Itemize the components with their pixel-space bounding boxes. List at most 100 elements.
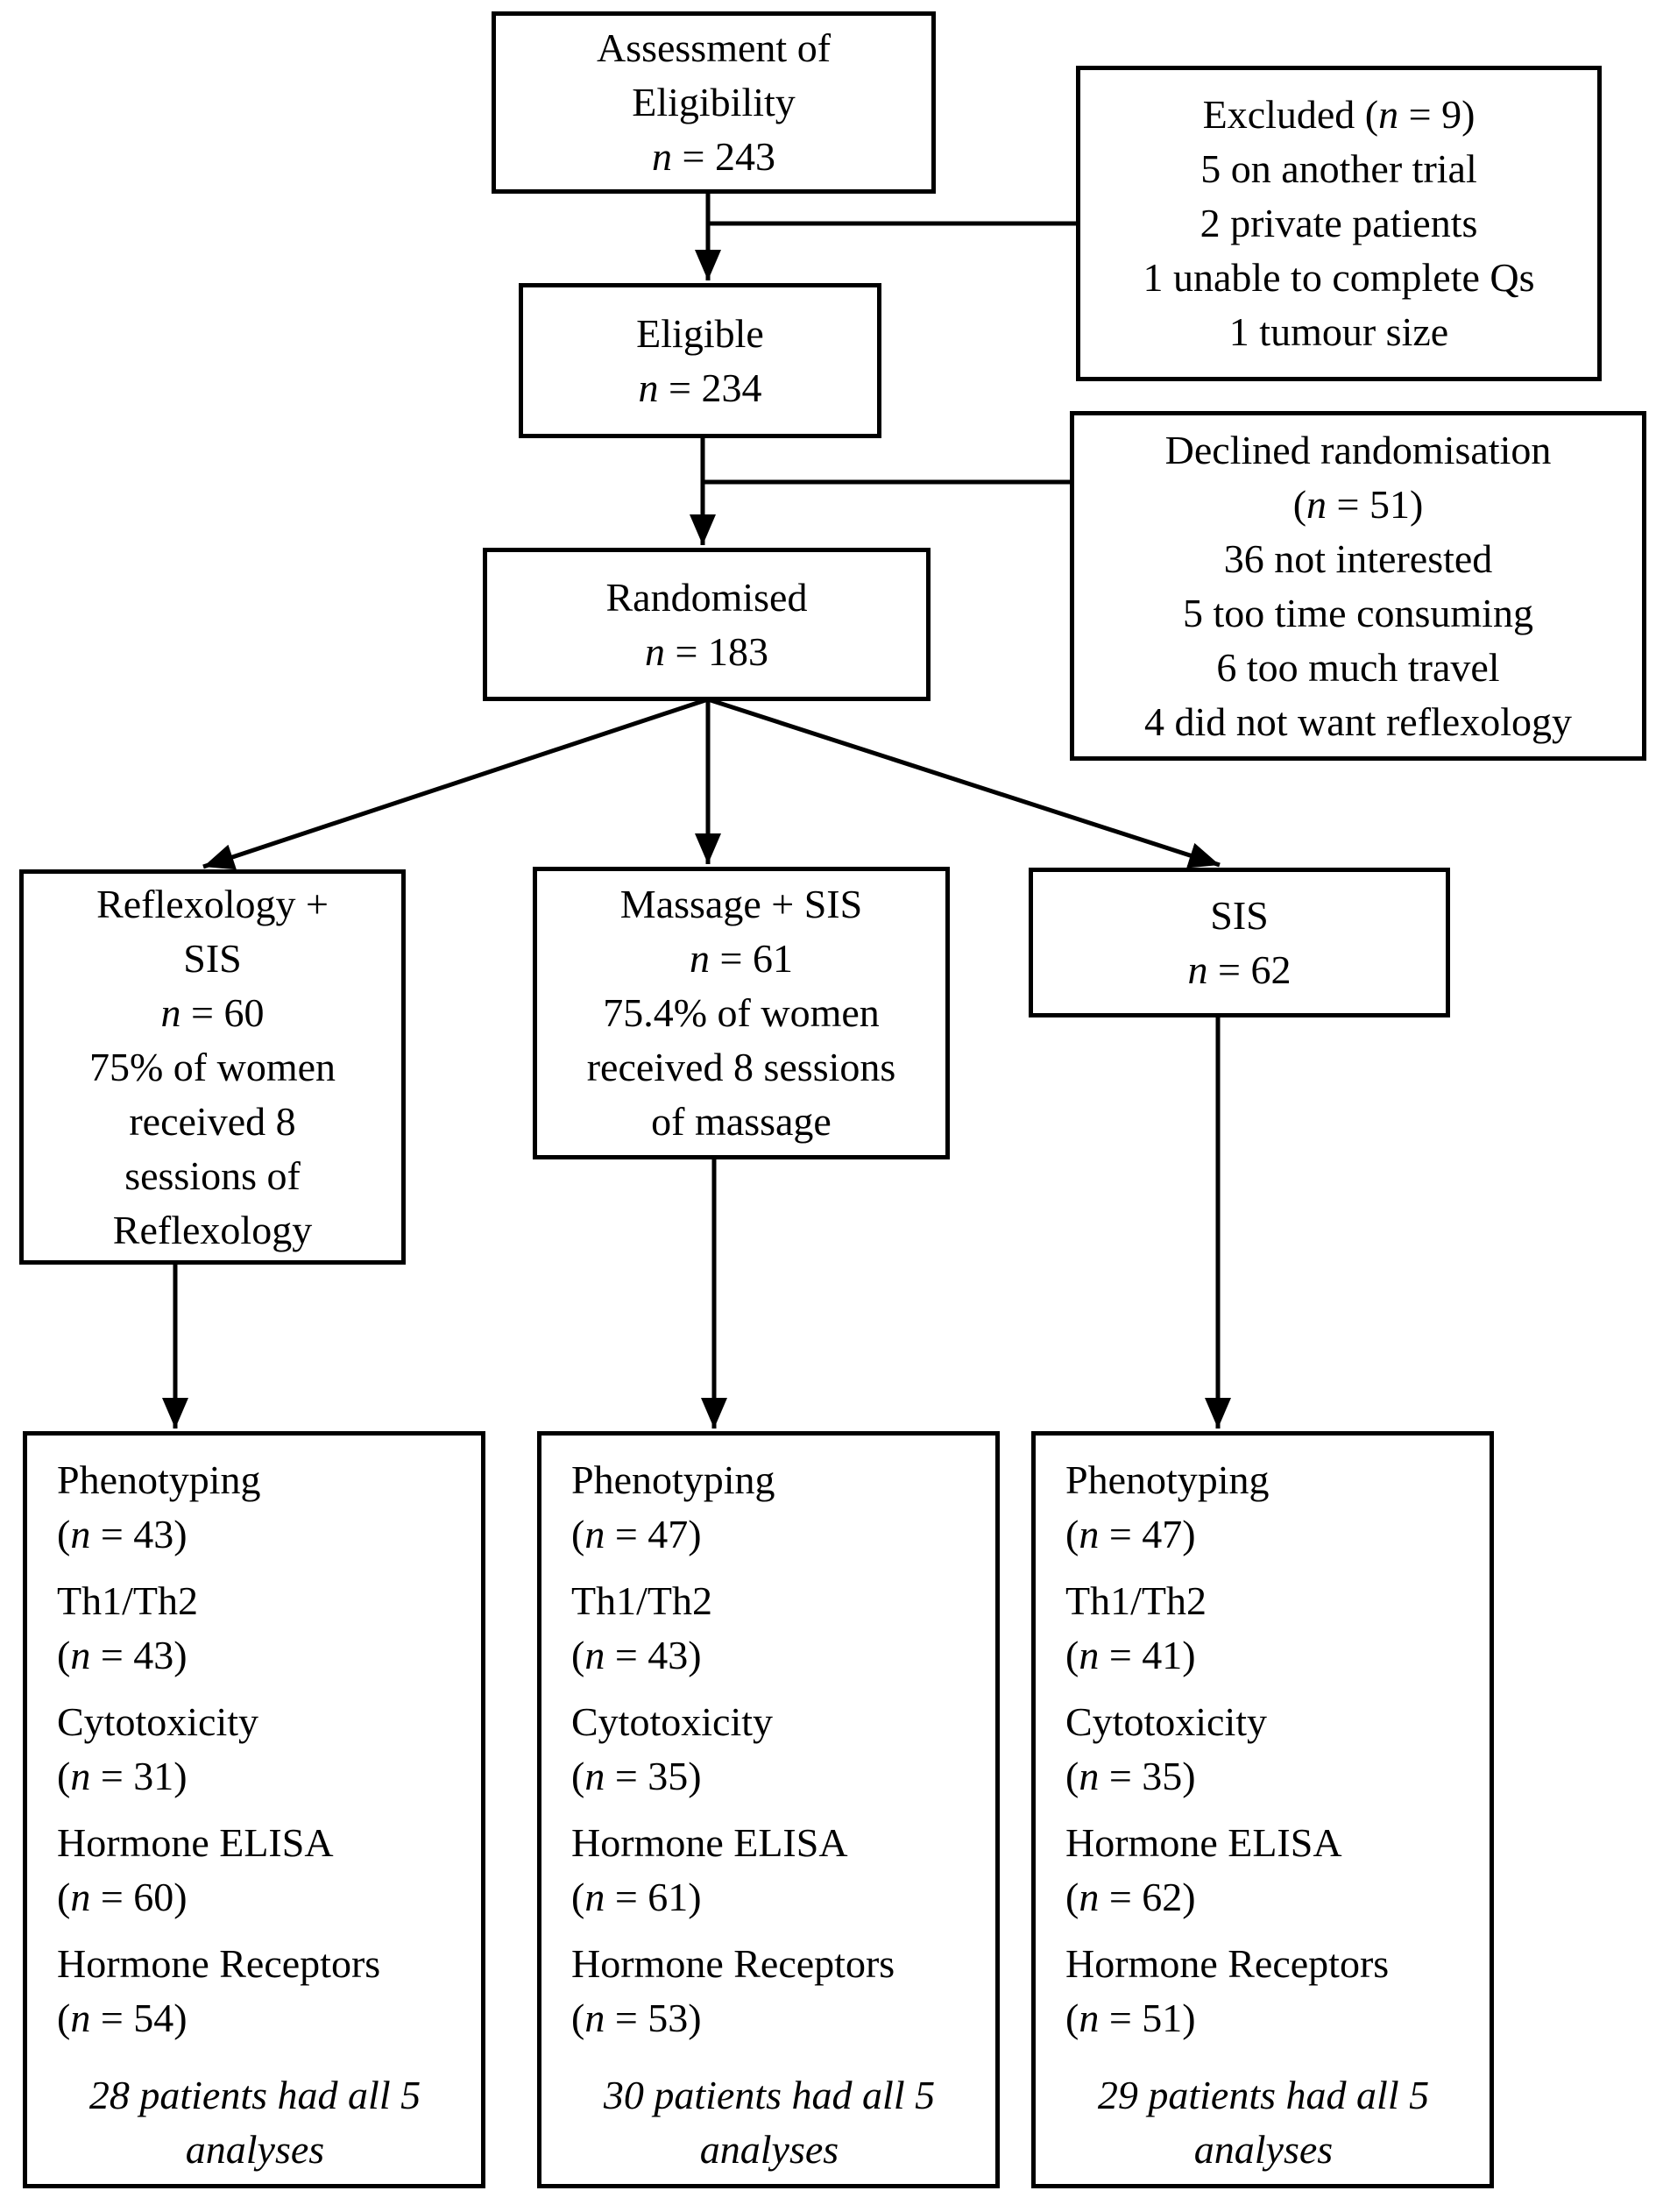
analysis-label: Hormone Receptors xyxy=(571,1941,895,1986)
analysis-label: Th1/Th2 xyxy=(1065,1578,1207,1623)
analysis-item: Cytotoxicity (n = 31) xyxy=(57,1695,465,1804)
text-line: 1 unable to complete Qs xyxy=(1143,255,1535,300)
math-n: n xyxy=(70,1754,91,1798)
text-line: sessions of xyxy=(124,1152,301,1198)
text-line: 75% of women xyxy=(88,1044,336,1089)
analysis-n: (n = 47) xyxy=(571,1512,702,1556)
arm-massage-box: Massage + SIS n = 61 75.4% of women rece… xyxy=(533,867,950,1159)
analysis-item: Cytotoxicity (n = 35) xyxy=(571,1695,980,1804)
text-line: n = 243 xyxy=(652,134,775,179)
text-line: 75.4% of women xyxy=(603,990,880,1035)
analysis-item: Phenotyping (n = 43) xyxy=(57,1453,465,1562)
text-line: Eligibility xyxy=(632,80,796,124)
text-line: n = 61 xyxy=(690,936,793,981)
analysis-label: Phenotyping xyxy=(57,1457,261,1502)
analysis-label: Hormone Receptors xyxy=(57,1941,381,1986)
text-line: n = 60 xyxy=(160,989,265,1035)
math-n: n xyxy=(645,628,666,674)
analysis-item: Th1/Th2 (n = 43) xyxy=(571,1574,980,1683)
math-n: n xyxy=(70,1633,91,1677)
analysis-item: Phenotyping (n = 47) xyxy=(1065,1453,1474,1562)
text-line: 36 not interested xyxy=(1223,535,1493,581)
text-line: 6 too much travel xyxy=(1216,644,1500,690)
analysis-n: (n = 60) xyxy=(57,1875,188,1919)
text-line: n = 234 xyxy=(638,365,762,410)
eligible-box: Eligible n = 234 xyxy=(519,283,881,438)
analysis-n: (n = 47) xyxy=(1065,1512,1196,1556)
text-line: received 8 sessions xyxy=(586,1045,896,1089)
analysis-n: (n = 54) xyxy=(57,1996,188,2040)
analysis-label: Hormone Receptors xyxy=(1065,1941,1390,1986)
text-line: SIS xyxy=(1210,892,1269,938)
text-line: SIS xyxy=(183,935,242,981)
analysis-item: Hormone ELISA (n = 60) xyxy=(57,1816,465,1925)
outcome-footer: 30 patients had all 5 analyses xyxy=(603,2073,936,2172)
math-n: n xyxy=(652,134,673,179)
math-n: n xyxy=(584,1875,605,1919)
math-n: n xyxy=(70,1996,91,2040)
analysis-n: (n = 43) xyxy=(57,1633,188,1677)
text-line: n = 62 xyxy=(1187,946,1292,992)
text-line: Declined randomisation xyxy=(1164,427,1552,472)
math-n: n xyxy=(70,1875,91,1919)
analysis-item: Hormone ELISA (n = 61) xyxy=(571,1816,980,1925)
analysis-item: Cytotoxicity (n = 35) xyxy=(1065,1695,1474,1804)
analysis-n: (n = 62) xyxy=(1065,1875,1196,1919)
analysis-item: Hormone Receptors (n = 53) xyxy=(571,1937,980,2045)
analysis-item: Hormone Receptors (n = 54) xyxy=(57,1937,465,2045)
text-line: 5 too time consuming xyxy=(1183,590,1533,635)
outcome-reflexology-box: Phenotyping (n = 43) Th1/Th2 (n = 43) Cy… xyxy=(23,1431,485,2188)
text-line: received 8 xyxy=(129,1098,296,1144)
arrow-randomised-to-sis xyxy=(707,697,1221,868)
math-n: n xyxy=(1079,1633,1100,1677)
analysis-label: Cytotoxicity xyxy=(57,1699,258,1744)
declined-box: Declined randomisation (n = 51) 36 not i… xyxy=(1070,411,1646,761)
math-n: n xyxy=(1079,1512,1100,1556)
outcome-footer: 29 patients had all 5 analyses xyxy=(1097,2073,1430,2172)
math-n: n xyxy=(1079,1996,1100,2040)
text-line: Excluded (n = 9) xyxy=(1202,92,1476,137)
analysis-label: Hormone ELISA xyxy=(571,1820,848,1865)
analysis-label: Th1/Th2 xyxy=(57,1578,198,1623)
analysis-label: Phenotyping xyxy=(1065,1457,1270,1502)
arm-reflexology-box: Reflexology + SIS n = 60 75% of women re… xyxy=(19,869,406,1265)
analysis-n: (n = 41) xyxy=(1065,1633,1196,1677)
text-line: 2 private patients xyxy=(1200,201,1478,245)
analysis-item: Th1/Th2 (n = 41) xyxy=(1065,1574,1474,1683)
excluded-box: Excluded (n = 9) 5 on another trial 2 pr… xyxy=(1076,66,1602,381)
text-line: Reflexology xyxy=(112,1207,313,1252)
assessment-box: Assessment of Eligibility n = 243 xyxy=(492,11,936,194)
text-line: Massage + SIS xyxy=(619,882,863,926)
text-line: n = 183 xyxy=(645,628,768,674)
math-n: n xyxy=(1378,92,1399,137)
randomised-box: Randomised n = 183 xyxy=(483,548,931,701)
analysis-n: (n = 61) xyxy=(571,1875,702,1919)
text-line: 4 did not want reflexology xyxy=(1143,698,1572,744)
analysis-n: (n = 51) xyxy=(1065,1996,1196,2040)
analysis-n: (n = 43) xyxy=(57,1512,188,1556)
math-n: n xyxy=(1079,1754,1100,1798)
math-n: n xyxy=(638,365,659,410)
analysis-n: (n = 35) xyxy=(571,1754,702,1798)
analysis-label: Cytotoxicity xyxy=(1065,1699,1267,1744)
analysis-n: (n = 43) xyxy=(571,1633,702,1677)
outcome-footer: 28 patients had all 5 analyses xyxy=(88,2073,421,2172)
math-n: n xyxy=(160,989,181,1035)
analysis-label: Cytotoxicity xyxy=(571,1699,773,1744)
text-line: of massage xyxy=(651,1099,832,1144)
math-n: n xyxy=(584,1633,605,1677)
arrow-randomised-to-reflexology xyxy=(202,697,709,870)
outcome-sis-box: Phenotyping (n = 47) Th1/Th2 (n = 41) Cy… xyxy=(1031,1431,1494,2188)
analysis-label: Hormone ELISA xyxy=(57,1820,334,1865)
analysis-item: Hormone ELISA (n = 62) xyxy=(1065,1816,1474,1925)
math-n: n xyxy=(584,1996,605,2040)
text-line: Assessment of xyxy=(596,25,832,70)
text-line: Reflexology + xyxy=(96,881,329,926)
math-n: n xyxy=(1079,1875,1100,1919)
outcome-massage-box: Phenotyping (n = 47) Th1/Th2 (n = 43) Cy… xyxy=(537,1431,1000,2188)
analysis-label: Phenotyping xyxy=(571,1457,775,1502)
math-n: n xyxy=(584,1512,605,1556)
math-n: n xyxy=(584,1754,605,1798)
math-n: n xyxy=(690,936,711,981)
